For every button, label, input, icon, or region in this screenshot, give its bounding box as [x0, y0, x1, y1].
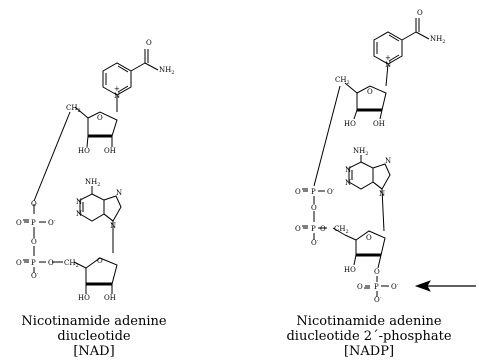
atom-label: O — [31, 238, 37, 246]
atom-label: O — [97, 114, 103, 122]
atom-label: OH — [373, 120, 385, 128]
nadp-atom-labels: O NH2 N + CH2 O HO OH NH2 N N N N O P O-… — [295, 9, 445, 304]
atom-label: CH2 — [66, 104, 81, 114]
atom-label: OH — [104, 147, 116, 155]
atom-label: NH2 — [430, 35, 445, 45]
atom-label: NH2 — [85, 178, 100, 188]
atom-label: O — [295, 225, 301, 233]
atom-label: HO — [344, 266, 356, 274]
atom-label: O — [374, 268, 380, 276]
atom-label: P — [374, 283, 379, 291]
atom-label: N — [345, 179, 351, 187]
nadp-phosphate-chain — [302, 188, 357, 241]
nad-ribose-top — [74, 106, 118, 148]
atom-label: O — [295, 188, 301, 196]
nad-atom-labels: O NH2 N + CH2 O HO OH O NH2 O P O- O O P… — [16, 39, 174, 302]
nad-caption-line1: Nicotinamide adenine — [21, 314, 166, 329]
atom-label: O- — [374, 295, 382, 304]
atom-label: + — [385, 54, 391, 62]
atom-label: N — [110, 222, 116, 230]
atom-label: NH2 — [159, 66, 174, 76]
atom-label: P — [311, 188, 316, 196]
atom-label: N — [116, 189, 122, 197]
atom-label: N — [385, 61, 391, 69]
nadp-caption-line1: Nicotinamide adenine — [296, 314, 441, 329]
atom-label: P — [31, 219, 36, 227]
atom-label: O — [31, 200, 37, 208]
atom-label: O — [357, 283, 363, 291]
nadp-ribose-top — [344, 82, 387, 120]
nadp-caption-line3: [NADP] — [344, 344, 394, 359]
atom-label: HO — [78, 294, 90, 302]
atom-label: O — [48, 259, 54, 267]
atom-label: O — [146, 39, 152, 47]
nad-caption-line2: diucleotide — [57, 329, 131, 344]
nadp-structure — [302, 18, 430, 297]
atom-label: O — [97, 257, 103, 265]
atom-label: O- — [311, 238, 319, 247]
atom-label: N — [345, 166, 351, 174]
atom-label: HO — [344, 120, 356, 128]
atom-label: O — [367, 88, 373, 96]
nadp-adenine — [348, 155, 391, 232]
atom-label: N — [114, 92, 120, 100]
atom-label: O- — [391, 282, 399, 291]
atom-label: N — [76, 198, 82, 206]
atom-label: O — [16, 219, 22, 227]
nadp-ribose-bottom — [353, 230, 389, 297]
nad-adenine — [79, 186, 122, 253]
atom-label: O — [320, 225, 326, 233]
atom-label: O- — [327, 187, 335, 196]
atom-label: + — [114, 85, 120, 93]
atom-label: O — [16, 259, 22, 267]
atom-label: O — [366, 234, 372, 242]
nadp-caption: Nicotinamide adenine diucleotide 2´-phos… — [286, 314, 451, 359]
nad-bridge-bond — [33, 111, 71, 202]
atom-label: N — [76, 210, 82, 218]
atom-label: O — [311, 204, 317, 212]
atom-label: CH2 — [335, 76, 350, 86]
nadp-nicotinamide-ring — [373, 18, 430, 87]
nad-caption: Nicotinamide adenine diucleotide [NAD] — [21, 314, 166, 359]
atom-label: N — [385, 157, 391, 165]
atom-label: NH2 — [353, 147, 368, 157]
atom-label: P — [311, 225, 316, 233]
nad-ribose-bottom — [85, 257, 118, 294]
nadp-caption-line2: diucleotide 2´-phosphate — [286, 329, 451, 344]
atom-label: HO — [78, 147, 90, 155]
nad-structure — [23, 49, 159, 294]
highlight-arrow — [414, 280, 476, 292]
atom-label: N — [379, 190, 385, 198]
atom-label: P — [31, 259, 36, 267]
atom-label: OH — [104, 294, 116, 302]
nad-phosphate-chain — [23, 204, 87, 273]
atom-label: O — [417, 9, 423, 17]
nad-caption-line3: [NAD] — [73, 344, 114, 359]
nadp-bridge-bond — [313, 85, 341, 187]
atom-label: O- — [48, 218, 56, 227]
atom-label: CH2 — [64, 259, 79, 269]
atom-label: O- — [31, 271, 39, 280]
atom-label: CH2 — [334, 225, 349, 235]
nad-nicotinamide-ring — [102, 49, 159, 112]
